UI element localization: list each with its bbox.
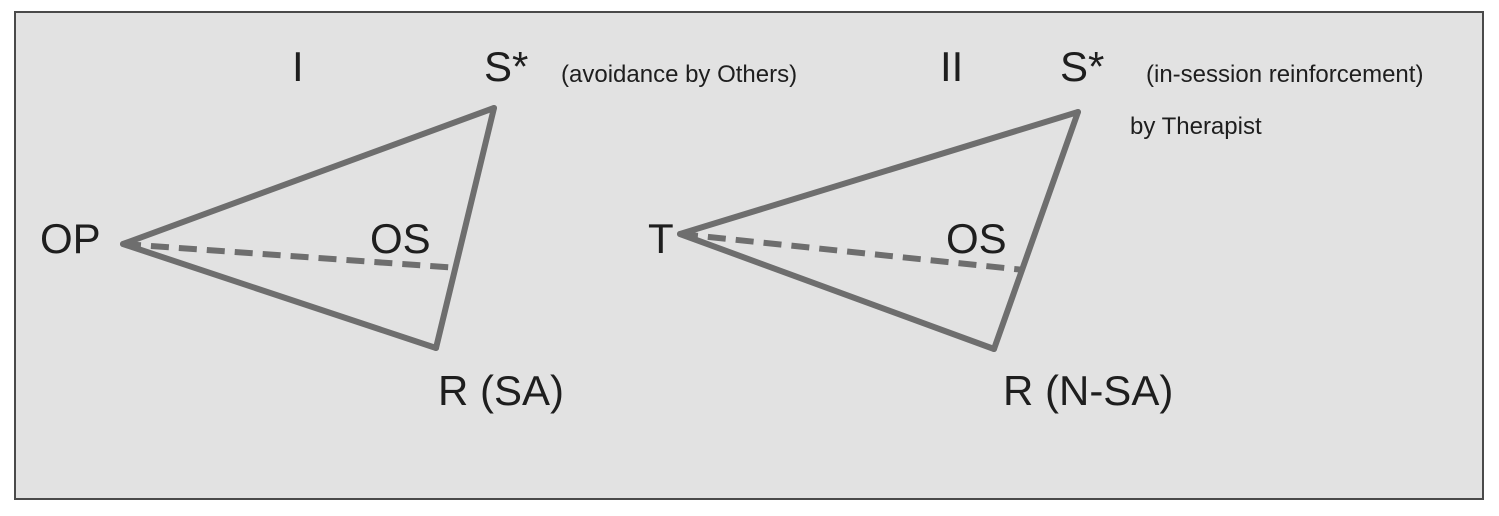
edge-op-to-r bbox=[120, 241, 439, 351]
panel-1-numeral: I bbox=[292, 43, 304, 90]
edge-s-to-r bbox=[991, 109, 1081, 352]
diagram-frame bbox=[14, 11, 1484, 500]
panel-2-response: R (N-SA) bbox=[1003, 367, 1174, 414]
panel-2-stimulus-note-line2: by Therapist bbox=[1130, 113, 1262, 140]
panel-2-middle-label: OS bbox=[946, 215, 1007, 262]
panel-2-stimulus: S* bbox=[1060, 43, 1105, 90]
edge-t-to-s bbox=[677, 109, 1081, 237]
panel-2-stimulus-note-line1: (in-session reinforcement) bbox=[1146, 61, 1424, 88]
panel-1-left-vertex: OP bbox=[40, 215, 101, 262]
panel-2-left-vertex: T bbox=[648, 215, 674, 262]
panel-1-stimulus-note: (avoidance by Others) bbox=[561, 61, 798, 88]
panel-2-numeral: II bbox=[940, 43, 964, 90]
edge-s-to-r bbox=[433, 105, 497, 351]
edge-t-to-r bbox=[677, 231, 997, 352]
panel-1-middle-label: OS bbox=[370, 215, 431, 262]
panel-1-response: R (SA) bbox=[438, 367, 564, 414]
panel-1-stimulus: S* bbox=[484, 43, 529, 90]
edge-op-to-s bbox=[120, 105, 497, 247]
dashed-t-to-os bbox=[679, 231, 1025, 273]
